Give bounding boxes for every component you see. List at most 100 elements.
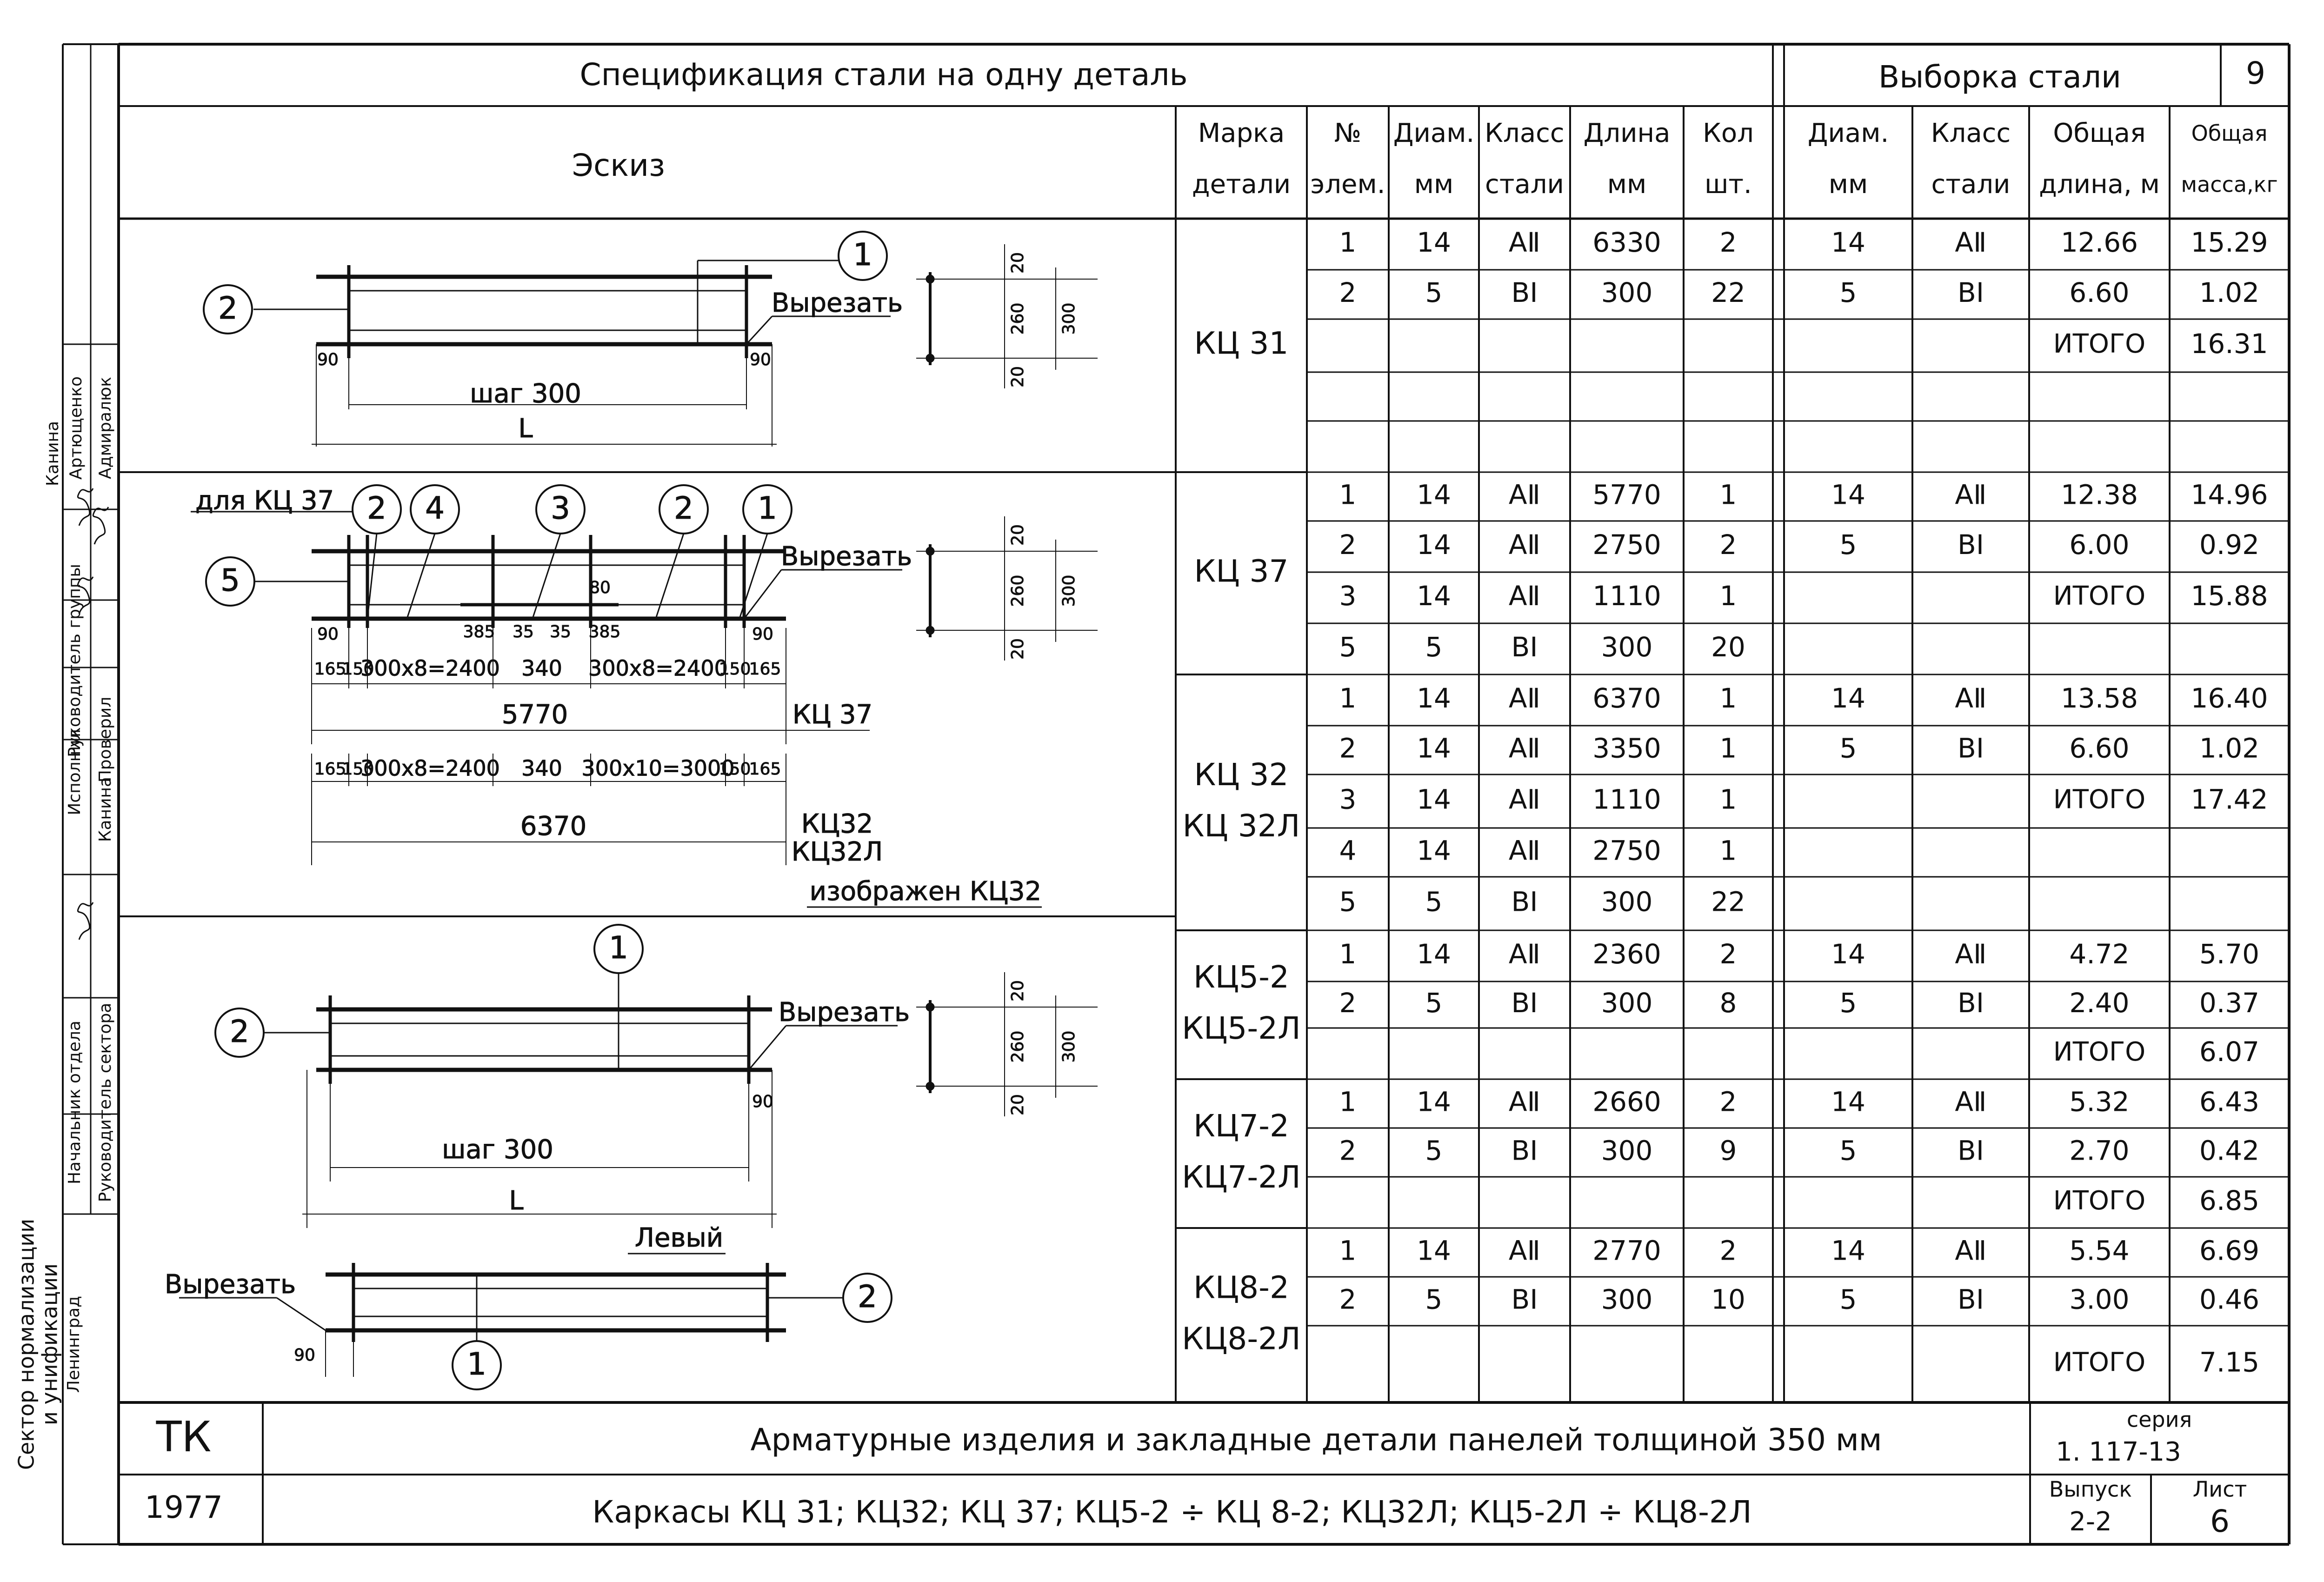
dim-mark2b: КЦ32Л	[792, 837, 883, 867]
spec-cell: 5	[1425, 1135, 1443, 1167]
spec-cell: 6.00	[2069, 529, 2129, 561]
spec-cell: АⅡ	[1509, 227, 1540, 258]
org-line2: и унификации	[37, 1263, 62, 1425]
spec-cell: 1	[1720, 835, 1737, 867]
name-2: Артющенко	[67, 376, 86, 480]
spec-cell: 2	[1339, 277, 1357, 308]
position-circle	[838, 231, 888, 281]
dim-row2: 300х10=3000	[581, 756, 734, 781]
spec-title: Спецификация стали на одну деталь	[579, 57, 1187, 93]
column-header-s_diam-unit: мм	[1829, 169, 1868, 200]
spec-cell: 1	[1720, 682, 1737, 714]
dim-90a: 90	[317, 350, 339, 369]
leader	[655, 533, 685, 619]
spec-cell: 300	[1601, 277, 1653, 308]
spec-cell: 300	[1601, 987, 1653, 1019]
spec-cell: 3	[1339, 580, 1357, 612]
spec-cell: 1	[1339, 479, 1357, 511]
pos-5: 5	[220, 562, 240, 598]
spec-cell: 1	[1339, 682, 1357, 714]
spec-cell: АⅡ	[1955, 227, 1986, 258]
spec-cell: 14	[1831, 1235, 1865, 1267]
spec-cell: 20	[1711, 631, 1745, 663]
pos-right: 1	[853, 237, 872, 273]
part-mark: КЦ5-2	[1193, 959, 1289, 995]
spec-cell: АⅡ	[1955, 938, 1986, 970]
spec-cell: 6330	[1592, 227, 1661, 258]
spec-cell: 14	[1417, 1235, 1451, 1267]
spec-cell: 14	[1417, 938, 1451, 970]
spec-cell: ИТОГО	[2053, 329, 2145, 359]
sheet-number-top: 9	[2246, 55, 2265, 91]
spec-cell: ВI	[1958, 1284, 1984, 1315]
spec-cell: 1.02	[2199, 277, 2259, 308]
spec-cell: АⅡ	[1509, 733, 1540, 764]
spec-cell: АⅡ	[1509, 835, 1540, 867]
column-header-s_len: Общая	[2053, 118, 2145, 148]
dim-90: 90	[752, 1092, 773, 1111]
column-header-length-unit: мм	[1607, 169, 1647, 200]
spec-cell: ВI	[1958, 733, 1984, 764]
column-header-klass-unit: стали	[1485, 169, 1564, 200]
spec-cell: 6.07	[2199, 1036, 2259, 1068]
dim-80: 80	[589, 578, 611, 597]
column-header-elem: №	[1334, 118, 1361, 148]
column-header-length: Длина	[1584, 118, 1671, 148]
tb-line1: Арматурные изделия и закладные детали па…	[750, 1422, 1882, 1458]
part-mark: КЦ 37	[1194, 554, 1288, 589]
pos-2: 4	[425, 490, 445, 526]
spec-cell: 0.46	[2199, 1284, 2259, 1315]
spec-cell: АⅡ	[1509, 938, 1540, 970]
name-1: Канина	[43, 421, 62, 486]
spec-cell: ВI	[1512, 631, 1538, 663]
spec-cell: 14	[1831, 479, 1865, 511]
spec-cell: ИТОГО	[2053, 1186, 2145, 1216]
spec-cell: 2750	[1592, 835, 1661, 867]
pos-left: 2	[230, 1014, 249, 1049]
dim-total1: 5770	[502, 700, 568, 730]
spec-cell: 1110	[1592, 580, 1661, 612]
tb-issue: 2-2	[2069, 1507, 2111, 1537]
leader	[366, 533, 378, 619]
tb-sheet-label: Лист	[2193, 1477, 2247, 1502]
spec-cell: 14	[1831, 938, 1865, 970]
part-mark: КЦ7-2	[1193, 1108, 1289, 1144]
spec-cell: 6.60	[2069, 733, 2129, 764]
spec-cell: ВI	[1512, 1284, 1538, 1315]
cut-leader	[276, 1297, 326, 1331]
part-mark: КЦ5-2Л	[1182, 1010, 1301, 1046]
spec-cell: 2	[1720, 529, 1737, 561]
part-mark: КЦ8-2	[1193, 1270, 1289, 1306]
tb-org: ТК	[156, 1413, 212, 1462]
sec-dim-260: 260	[1008, 575, 1027, 607]
column-header-mark-unit: детали	[1192, 169, 1291, 200]
spec-cell: АⅡ	[1509, 529, 1540, 561]
spec-cell: 2	[1720, 1235, 1737, 1267]
spec-cell: АⅡ	[1509, 479, 1540, 511]
spec-cell: ИТОГО	[2053, 1037, 2145, 1067]
sample-title: Выборка стали	[1878, 59, 2121, 95]
drawing-frame	[62, 43, 2291, 1546]
dim-row2: 165	[749, 760, 781, 779]
spec-cell: 0.42	[2199, 1135, 2259, 1167]
pos-top: 1	[609, 930, 628, 966]
spec-cell: АⅡ	[1509, 682, 1540, 714]
spec-cell: 4.72	[2069, 938, 2129, 970]
spec-cell: 5	[1339, 886, 1357, 918]
spec-cell: 14	[1417, 227, 1451, 258]
signature-mark	[77, 902, 94, 940]
spec-cell: 15.88	[2191, 580, 2268, 612]
spec-cell: 3	[1339, 784, 1357, 815]
spec-cell: 14	[1417, 1086, 1451, 1118]
sec-dim-20a: 20	[1008, 524, 1027, 546]
spec-cell: 4	[1339, 835, 1357, 867]
dim-row2: 150	[719, 760, 751, 779]
spec-cell: 5	[1425, 886, 1443, 918]
signature-mark	[77, 576, 94, 614]
sketch-header: Эскиз	[572, 147, 665, 183]
